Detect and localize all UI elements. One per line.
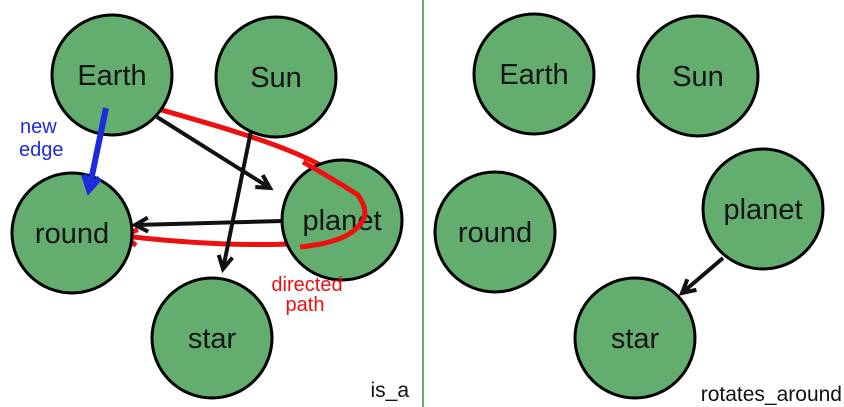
graph-right: Earth Sun round planet star rotates_arou… [433,12,842,406]
edge-earth-planet [155,115,274,191]
directed-path-overlay [299,159,368,250]
node-label: planet [302,205,381,237]
new-edge-arrow [81,107,109,196]
edge-planet-round [130,215,283,234]
node-circle [701,147,825,271]
node-circle [472,12,596,136]
node-circle [636,14,760,138]
node-circle [433,170,557,294]
node-planet-right: planet [701,147,825,271]
node-label: round [458,217,532,249]
directed-path-label-line2: path [286,294,325,316]
edge-planet-star [678,256,725,296]
node-earth-right: Earth [472,12,596,136]
node-sun-right: Sun [636,14,760,138]
graph-left: Earth Sun round planet star new edge dir… [10,13,409,402]
node-star-left: star [150,276,274,400]
graph-title-right: rotates_around [701,383,842,406]
node-label: star [611,323,660,355]
new-edge-label-line1: new [20,116,57,138]
node-label: Earth [77,60,146,92]
node-circle [10,171,134,295]
node-planet-left: planet [280,158,404,282]
edge-sun-star [216,130,253,274]
node-star-right: star [573,276,697,400]
node-circle [573,276,697,400]
node-label: planet [723,194,802,226]
node-round-left: round [10,171,134,295]
node-label: star [188,323,237,355]
node-circle [150,276,274,400]
node-earth-left: Earth [50,13,174,137]
directed-path-label-line1: directed [271,274,342,296]
graph-title-left: is_a [370,379,409,402]
node-circle [280,158,404,282]
node-sun-left: Sun [214,15,338,139]
node-round-right: round [433,170,557,294]
new-edge-label-line2: edge [19,139,64,161]
node-label: Sun [672,61,724,93]
node-label: round [35,218,109,250]
node-label: Sun [250,62,302,94]
node-label: Earth [499,59,568,91]
node-circle [214,15,338,139]
node-circle [50,13,174,137]
